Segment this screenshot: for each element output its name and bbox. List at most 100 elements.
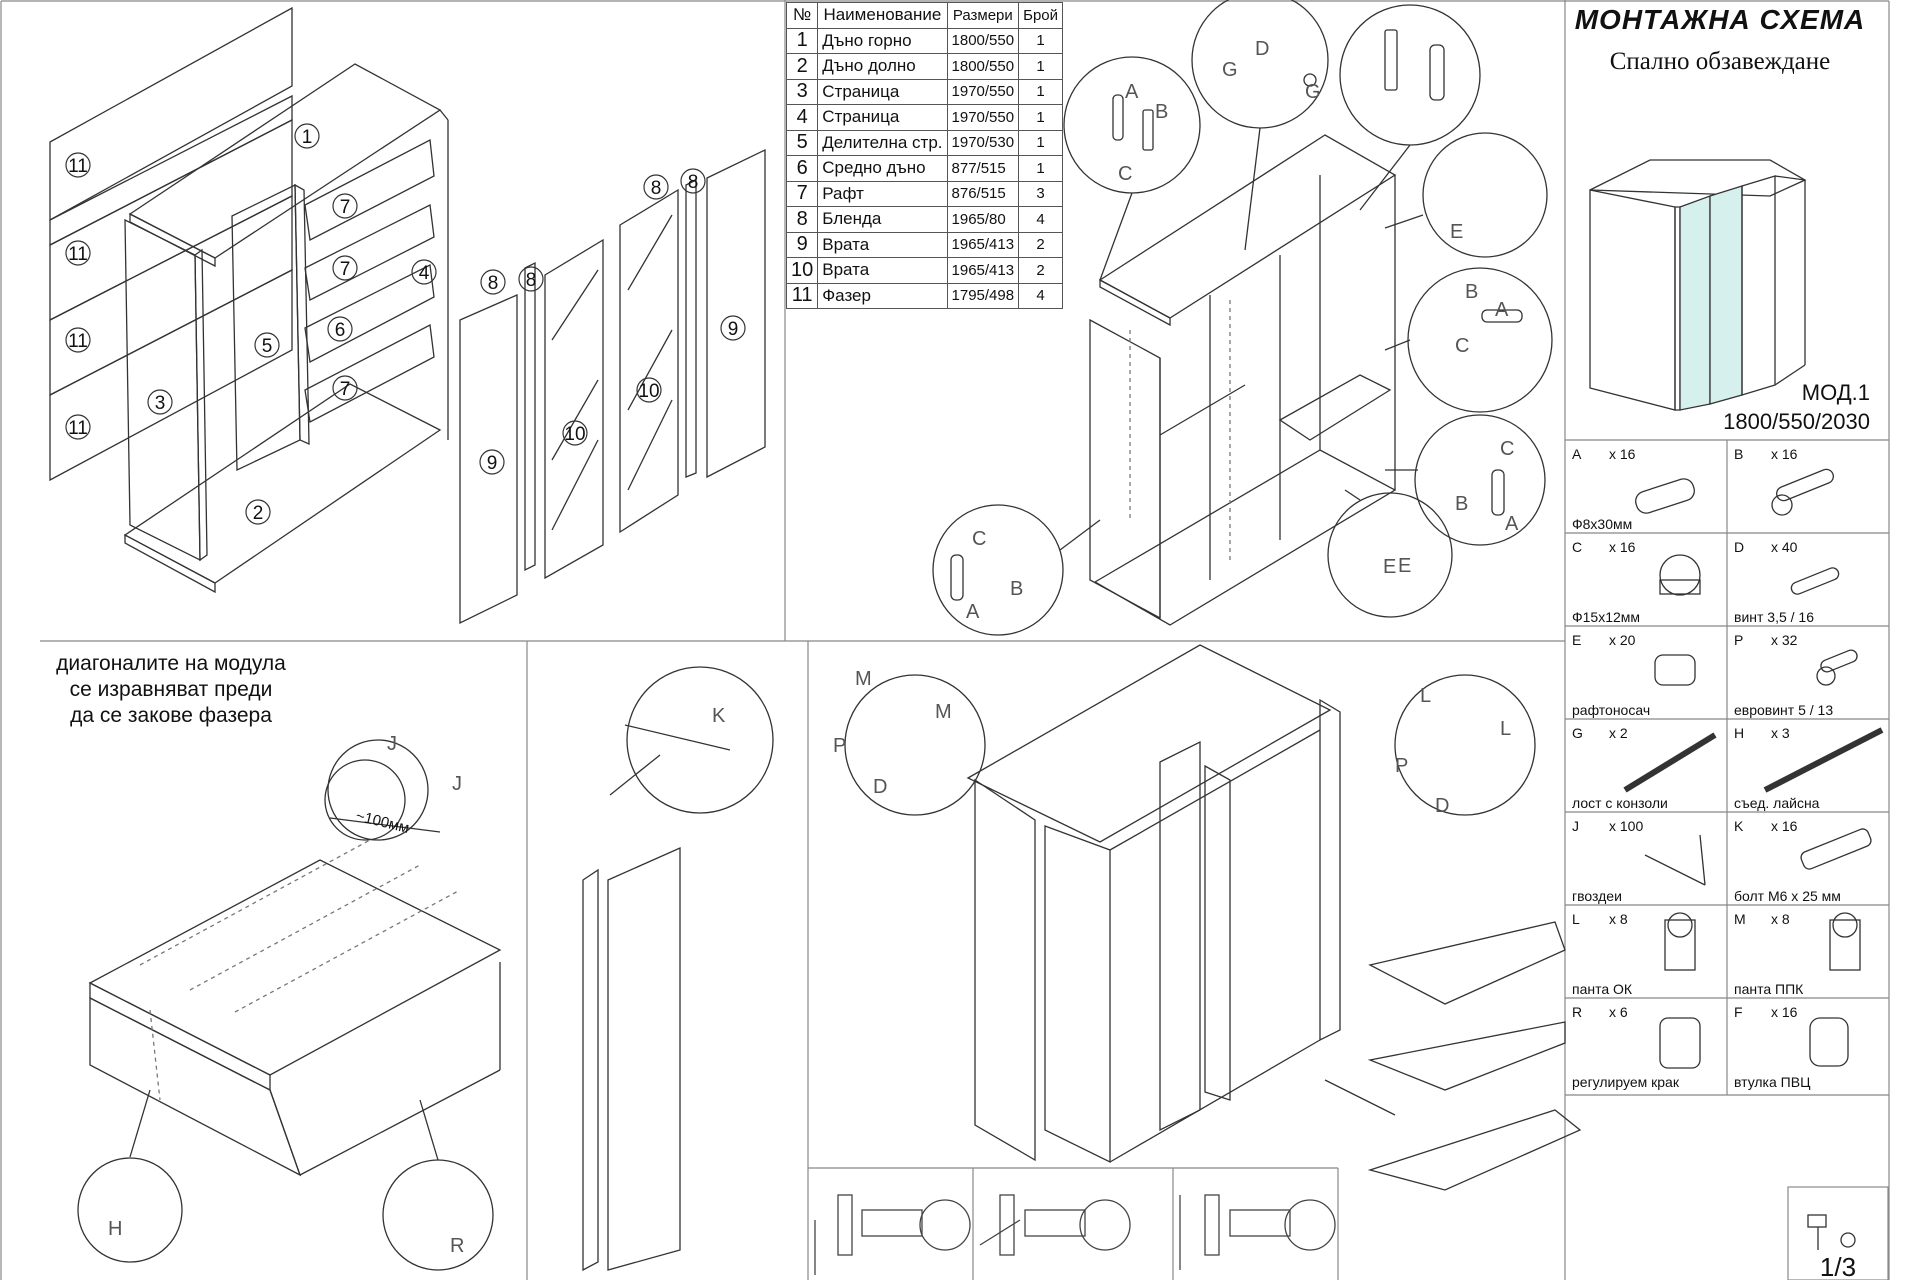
hardware-desc: рафтоносач [1572, 702, 1651, 718]
cell-name: Дъно горно [817, 27, 948, 54]
col-no: № [785, 2, 819, 29]
svg-text:P: P [1395, 755, 1408, 777]
cell-size: 876/515 [946, 180, 1020, 207]
hardware-key: M [1734, 911, 1746, 927]
hardware-count: x 100 [1609, 818, 1644, 834]
svg-text:J: J [387, 733, 397, 755]
svg-text:C: C [1500, 438, 1514, 460]
hardware-count: x 6 [1609, 1004, 1628, 1020]
svg-text:J: J [452, 773, 462, 795]
parts-table-header: № Наименование Размери Брой [785, 2, 1064, 29]
assembly-note: диагоналите на модула се изравняват пред… [56, 652, 286, 727]
hardware-desc: панта ППК [1734, 981, 1804, 997]
callout-9: 9 [487, 453, 498, 474]
hardware-key: F [1734, 1004, 1743, 1020]
cell-no: 3 [785, 78, 819, 105]
cell-size: 1800/550 [946, 27, 1020, 54]
svg-text:E: E [1398, 555, 1411, 577]
cell-qty: 1 [1018, 155, 1064, 182]
cell-no: 1 [785, 27, 819, 54]
hardware-key: K [1734, 818, 1744, 834]
cell-size: 1965/413 [946, 257, 1020, 284]
svg-text:H: H [108, 1218, 122, 1240]
hardware-key: B [1734, 446, 1744, 462]
hardware-count: x 8 [1609, 911, 1628, 927]
callout-3: 3 [155, 393, 166, 414]
hardware-key: A [1572, 446, 1582, 462]
cell-size: 1795/498 [946, 282, 1020, 309]
cell-qty: 1 [1018, 104, 1064, 131]
svg-text:A: A [1505, 513, 1519, 535]
hardware-count: x 16 [1771, 1004, 1798, 1020]
cell-no: 10 [785, 257, 819, 284]
cell-no: 6 [785, 155, 819, 182]
cell-size: 877/515 [946, 155, 1020, 182]
cell-no: 2 [785, 53, 819, 80]
callout-9: 9 [728, 319, 739, 340]
hardware-desc: втулка ПВЦ [1734, 1074, 1811, 1090]
callout-11: 11 [68, 418, 88, 439]
hardware-desc: съед. лайсна [1734, 795, 1820, 811]
svg-text:G: G [1222, 59, 1238, 81]
hardware-count: x 16 [1771, 446, 1798, 462]
callout-11: 11 [68, 244, 88, 265]
callout-11: 11 [68, 156, 88, 177]
hardware-key: D [1734, 539, 1745, 555]
detail-letters: A B C D G G E E B A C C B A C B A E J J … [108, 38, 1519, 1257]
svg-text:C: C [972, 528, 986, 550]
hardware-key: J [1572, 818, 1579, 834]
callout-1: 1 [302, 127, 313, 148]
cell-no: 9 [785, 231, 819, 258]
col-qty: Брой [1018, 2, 1064, 29]
hardware-desc: лост с конзоли [1572, 795, 1668, 811]
cell-size: 1970/550 [946, 78, 1020, 105]
cell-qty: 1 [1018, 53, 1064, 80]
panel-callout-labels: 1 11 11 11 11 7 7 6 7 4 5 3 2 8 8 8 8 9 … [68, 127, 738, 524]
model-name: МОД.1 [1801, 380, 1870, 405]
callout-10: 10 [638, 381, 659, 402]
svg-text:A: A [1125, 81, 1139, 103]
hardware-desc: гвоздеи [1572, 888, 1622, 904]
hardware-count: x 2 [1609, 725, 1628, 741]
hardware-key: L [1572, 911, 1580, 927]
callout-10: 10 [564, 424, 585, 445]
hardware-desc: Ф15x12мм [1572, 609, 1641, 625]
callout-8: 8 [688, 172, 699, 193]
hardware-count: x 16 [1609, 539, 1636, 555]
cell-size: 1965/413 [946, 231, 1020, 258]
model-dimensions: 1800/550/2030 [1723, 409, 1870, 434]
cell-qty: 4 [1018, 282, 1064, 309]
svg-text:B: B [1465, 281, 1478, 303]
cell-no: 8 [785, 206, 819, 233]
callout-5: 5 [262, 336, 273, 357]
svg-text:E: E [1450, 221, 1463, 243]
hardware-icons [1623, 468, 1884, 1250]
hardware-count: x 16 [1609, 446, 1636, 462]
hardware-count: x 3 [1771, 725, 1790, 741]
panel-callouts [65, 123, 746, 525]
hardware-desc: Ф8x30мм [1572, 516, 1633, 532]
hardware-desc: винт 3,5 / 16 [1734, 609, 1814, 625]
hardware-count: x 40 [1771, 539, 1798, 555]
cell-name: Средно дъно [817, 155, 948, 182]
exploded-doors [459, 148, 766, 625]
svg-text:D: D [1255, 38, 1269, 60]
door-pin-assembly [582, 666, 774, 1272]
svg-text:G: G [1305, 81, 1321, 103]
cell-qty: 1 [1018, 27, 1064, 54]
cell-name: Дъно долно [817, 53, 948, 80]
